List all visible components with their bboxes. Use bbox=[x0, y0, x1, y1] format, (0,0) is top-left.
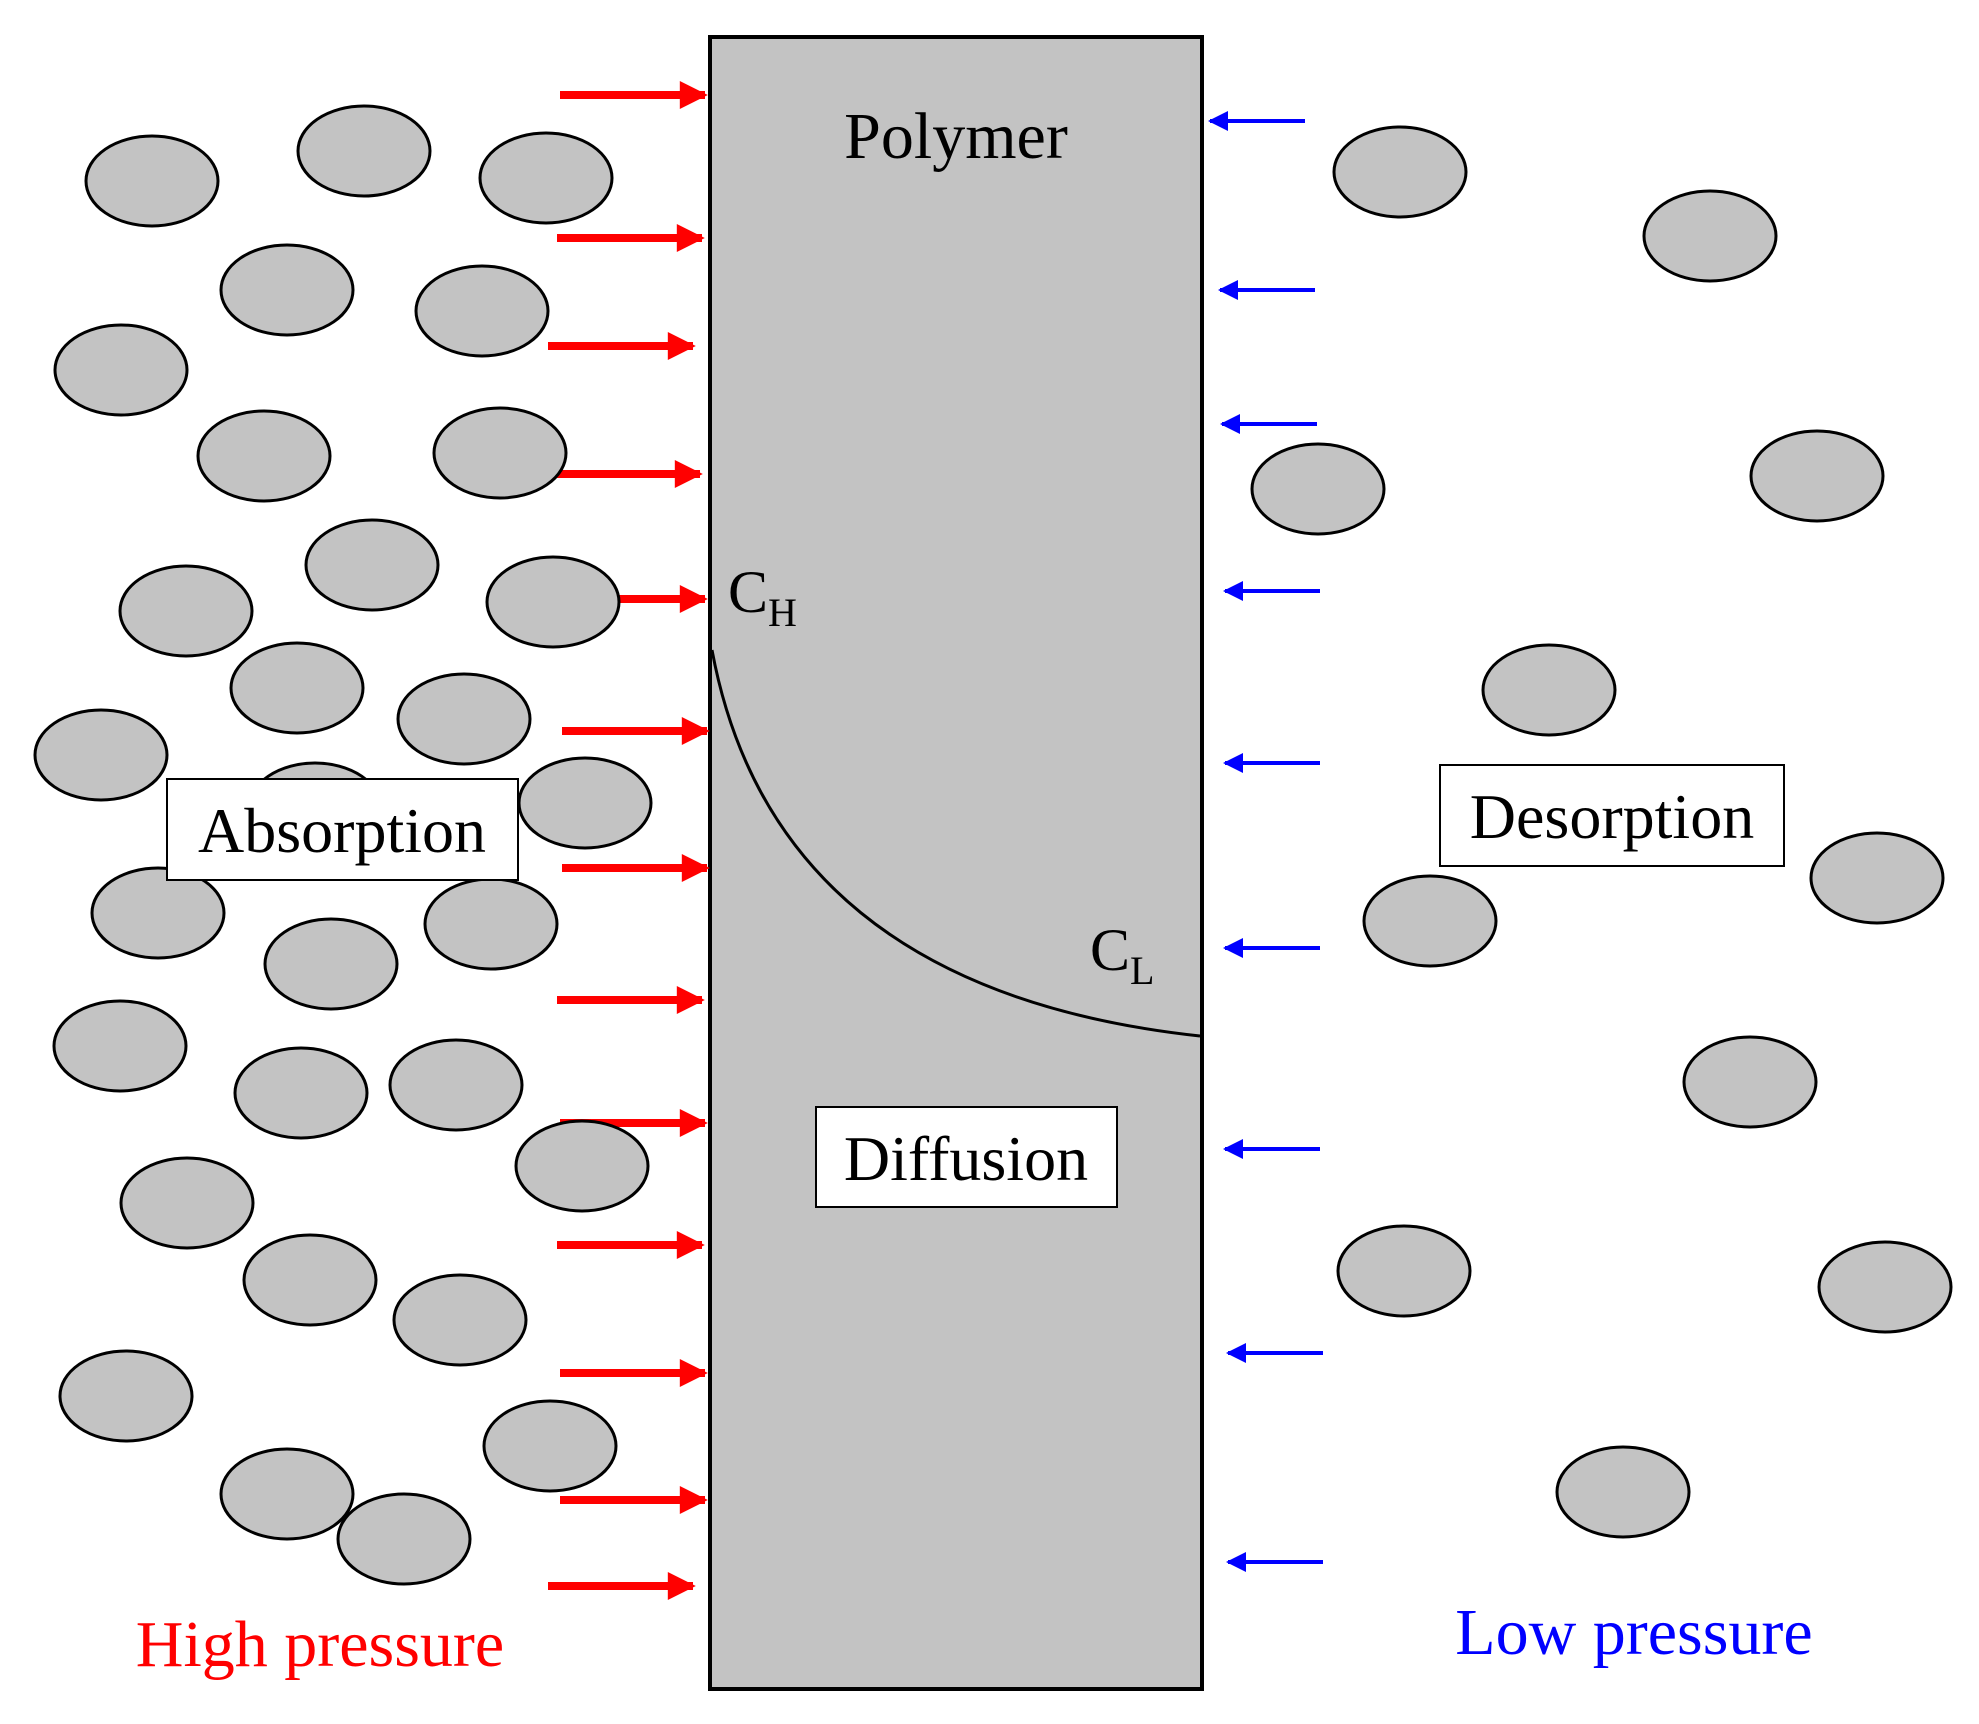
concentration-low-symbol: C bbox=[1090, 917, 1130, 983]
molecule bbox=[33, 708, 169, 802]
molecule bbox=[478, 131, 614, 225]
desorption-label-box bbox=[1439, 764, 1785, 867]
concentration-low-subscript: L bbox=[1130, 948, 1154, 993]
molecule bbox=[119, 1156, 255, 1250]
molecule bbox=[396, 672, 532, 766]
molecule bbox=[414, 264, 550, 358]
molecule bbox=[485, 555, 621, 649]
desorption-arrows bbox=[1208, 111, 1323, 1572]
molecule bbox=[53, 323, 189, 417]
concentration-high-symbol: C bbox=[728, 559, 768, 625]
molecule bbox=[219, 1447, 355, 1541]
molecule bbox=[90, 866, 226, 960]
molecule bbox=[336, 1492, 472, 1586]
molecule bbox=[296, 104, 432, 198]
molecule bbox=[118, 564, 254, 658]
molecule bbox=[1555, 1445, 1691, 1539]
polymer-label: Polymer bbox=[844, 100, 1068, 173]
diffusion-label-box bbox=[815, 1106, 1118, 1208]
molecule bbox=[1817, 1240, 1953, 1334]
desorption-label: Desorption bbox=[1470, 781, 1754, 852]
molecule bbox=[482, 1399, 618, 1493]
concentration-low-label: CL bbox=[1090, 917, 1154, 993]
molecule bbox=[52, 999, 188, 1093]
molecule bbox=[517, 756, 653, 850]
molecule bbox=[514, 1119, 650, 1213]
molecule bbox=[1481, 643, 1617, 737]
molecule bbox=[58, 1349, 194, 1443]
molecule bbox=[1250, 442, 1386, 536]
molecule bbox=[242, 1233, 378, 1327]
molecule bbox=[1332, 125, 1468, 219]
molecule bbox=[196, 409, 332, 503]
concentration-high-subscript: H bbox=[768, 590, 797, 635]
diffusion-label: Diffusion bbox=[844, 1123, 1088, 1194]
molecule bbox=[392, 1273, 528, 1367]
concentration-high-label: CH bbox=[728, 559, 797, 635]
molecule bbox=[229, 641, 365, 735]
molecule bbox=[304, 518, 440, 612]
molecule bbox=[84, 134, 220, 228]
molecule bbox=[1682, 1035, 1818, 1129]
polymer-membrane bbox=[708, 35, 1204, 1691]
low-pressure-label: Low pressure bbox=[1455, 1596, 1812, 1669]
molecule bbox=[1749, 429, 1885, 523]
absorption-label: Absorption bbox=[198, 795, 486, 866]
molecule bbox=[432, 406, 568, 500]
molecule bbox=[1642, 189, 1778, 283]
concentration-profile-curve bbox=[710, 649, 1201, 1038]
high-pressure-molecules bbox=[33, 104, 653, 1586]
molecule bbox=[233, 1046, 369, 1140]
molecule bbox=[1362, 874, 1498, 968]
molecule bbox=[263, 917, 399, 1011]
high-pressure-label: High pressure bbox=[136, 1608, 504, 1681]
molecule bbox=[1809, 831, 1945, 925]
absorption-label-box bbox=[166, 778, 519, 881]
molecule bbox=[219, 243, 355, 337]
molecule bbox=[388, 1038, 524, 1132]
molecule bbox=[1336, 1224, 1472, 1318]
low-pressure-molecules bbox=[1250, 125, 1953, 1539]
molecule bbox=[423, 877, 559, 971]
